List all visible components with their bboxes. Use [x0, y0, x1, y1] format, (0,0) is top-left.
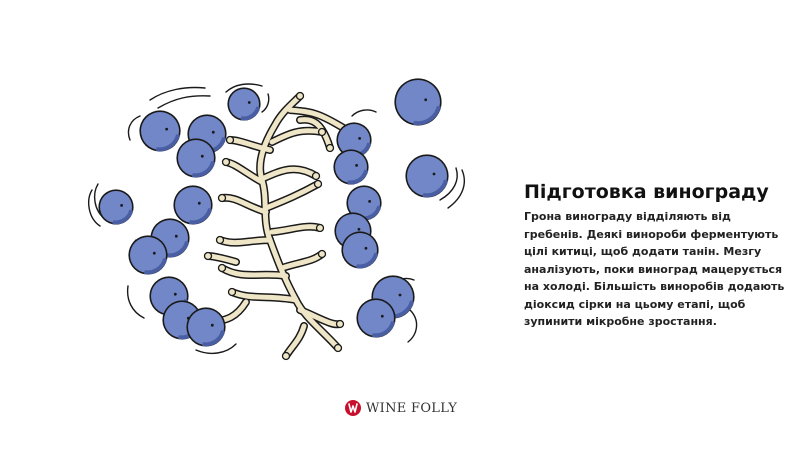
- grape-berry: [356, 298, 396, 338]
- motion-line: [439, 167, 458, 201]
- text-block: Підготовка винограду Грона винограду від…: [524, 180, 786, 331]
- wine-folly-logo-icon: [345, 400, 361, 416]
- grape-berry: [176, 138, 216, 178]
- grape-berries: [98, 78, 449, 347]
- stem-nub: [313, 179, 323, 189]
- motion-line: [351, 109, 377, 117]
- motion-line: [88, 189, 101, 227]
- stem-branch: [263, 181, 321, 211]
- motion-line: [157, 95, 211, 109]
- brand-name: WINE FOLLY: [366, 400, 458, 416]
- grape-berry: [173, 185, 213, 225]
- stem-nub: [217, 263, 227, 273]
- stem-branch: [269, 128, 325, 145]
- motion-line: [126, 285, 145, 319]
- stem-nub: [281, 351, 291, 361]
- stem-branch: [261, 166, 319, 181]
- stem-nub: [317, 249, 327, 259]
- grape-stem: [203, 91, 355, 361]
- stem-nub: [335, 319, 345, 329]
- stem-branch: [219, 265, 289, 279]
- stem-branch: [217, 237, 273, 246]
- grape-berry: [139, 110, 181, 152]
- motion-line: [195, 343, 237, 355]
- stem-nub: [203, 251, 213, 261]
- stem-branch: [297, 117, 333, 151]
- motion-line: [447, 169, 466, 209]
- stem-nub: [295, 91, 305, 101]
- stem-nub: [333, 343, 343, 353]
- motion-line: [149, 86, 206, 101]
- stem-nub: [325, 143, 335, 153]
- motion-line: [407, 309, 418, 343]
- description-paragraph: Грона винограду відділяють від гребенів.…: [524, 210, 785, 328]
- stem-nub: [225, 135, 235, 145]
- grape-berry: [394, 78, 442, 126]
- grape-berry: [98, 189, 134, 225]
- stem-branch: [229, 289, 299, 303]
- grape-berry: [333, 149, 369, 185]
- page-title: Підготовка винограду: [524, 181, 769, 203]
- motion-line: [225, 83, 263, 93]
- stem-nub: [215, 235, 225, 245]
- stem-nub: [315, 223, 325, 233]
- stem-nub: [311, 171, 321, 181]
- stem-nub: [227, 287, 237, 297]
- grape-berry: [341, 231, 379, 269]
- grape-berry: [128, 235, 168, 275]
- stem-nub: [317, 127, 327, 137]
- grape-berry: [186, 307, 226, 347]
- brand-logo[interactable]: WINE FOLLY: [345, 398, 457, 418]
- stem-branch: [287, 107, 353, 135]
- stem-nub: [221, 157, 231, 167]
- stem-nub: [217, 193, 227, 203]
- grape-illustration: [88, 78, 466, 361]
- motion-line: [127, 115, 141, 141]
- grape-berry: [227, 87, 261, 121]
- grape-berry: [405, 154, 449, 198]
- motion-line: [261, 93, 270, 113]
